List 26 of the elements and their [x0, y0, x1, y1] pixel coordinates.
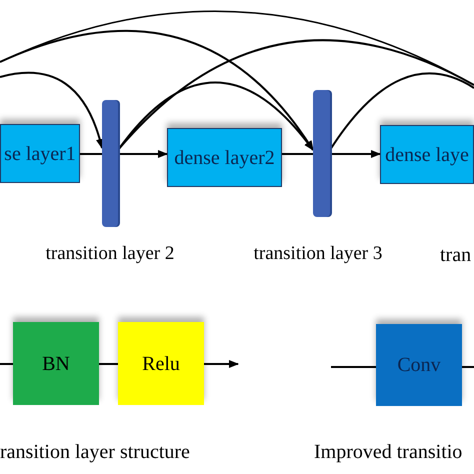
arrow	[118, 150, 168, 158]
connector-line	[331, 366, 376, 368]
connector-line	[80, 153, 102, 155]
layer-box: dense laye	[380, 125, 474, 184]
layer-caption: transition layer 3	[254, 242, 382, 266]
transition-bar	[102, 100, 118, 227]
layer-caption: transition layer 2	[46, 242, 174, 266]
connector-line	[0, 363, 13, 365]
arrow	[204, 360, 239, 368]
connector-line	[99, 363, 118, 365]
connector-line	[329, 72, 474, 151]
arrow	[0, 72, 104, 149]
connector-line	[282, 153, 313, 155]
arrow	[330, 150, 381, 158]
connector-line	[117, 39, 474, 151]
connector-line	[462, 366, 474, 368]
layer-box: dense layer2	[167, 128, 282, 187]
layer-box: BN	[13, 322, 99, 405]
layer-box: Relu	[118, 322, 204, 405]
caption-text: ransition layer structure	[0, 440, 190, 465]
layer-box: se layer1	[0, 124, 80, 183]
caption-text: Improved transitio	[314, 440, 462, 465]
arrow	[117, 82, 314, 151]
caption-text: tran	[440, 243, 472, 268]
transition-bar	[313, 90, 330, 217]
layer-box: Conv	[376, 324, 462, 406]
